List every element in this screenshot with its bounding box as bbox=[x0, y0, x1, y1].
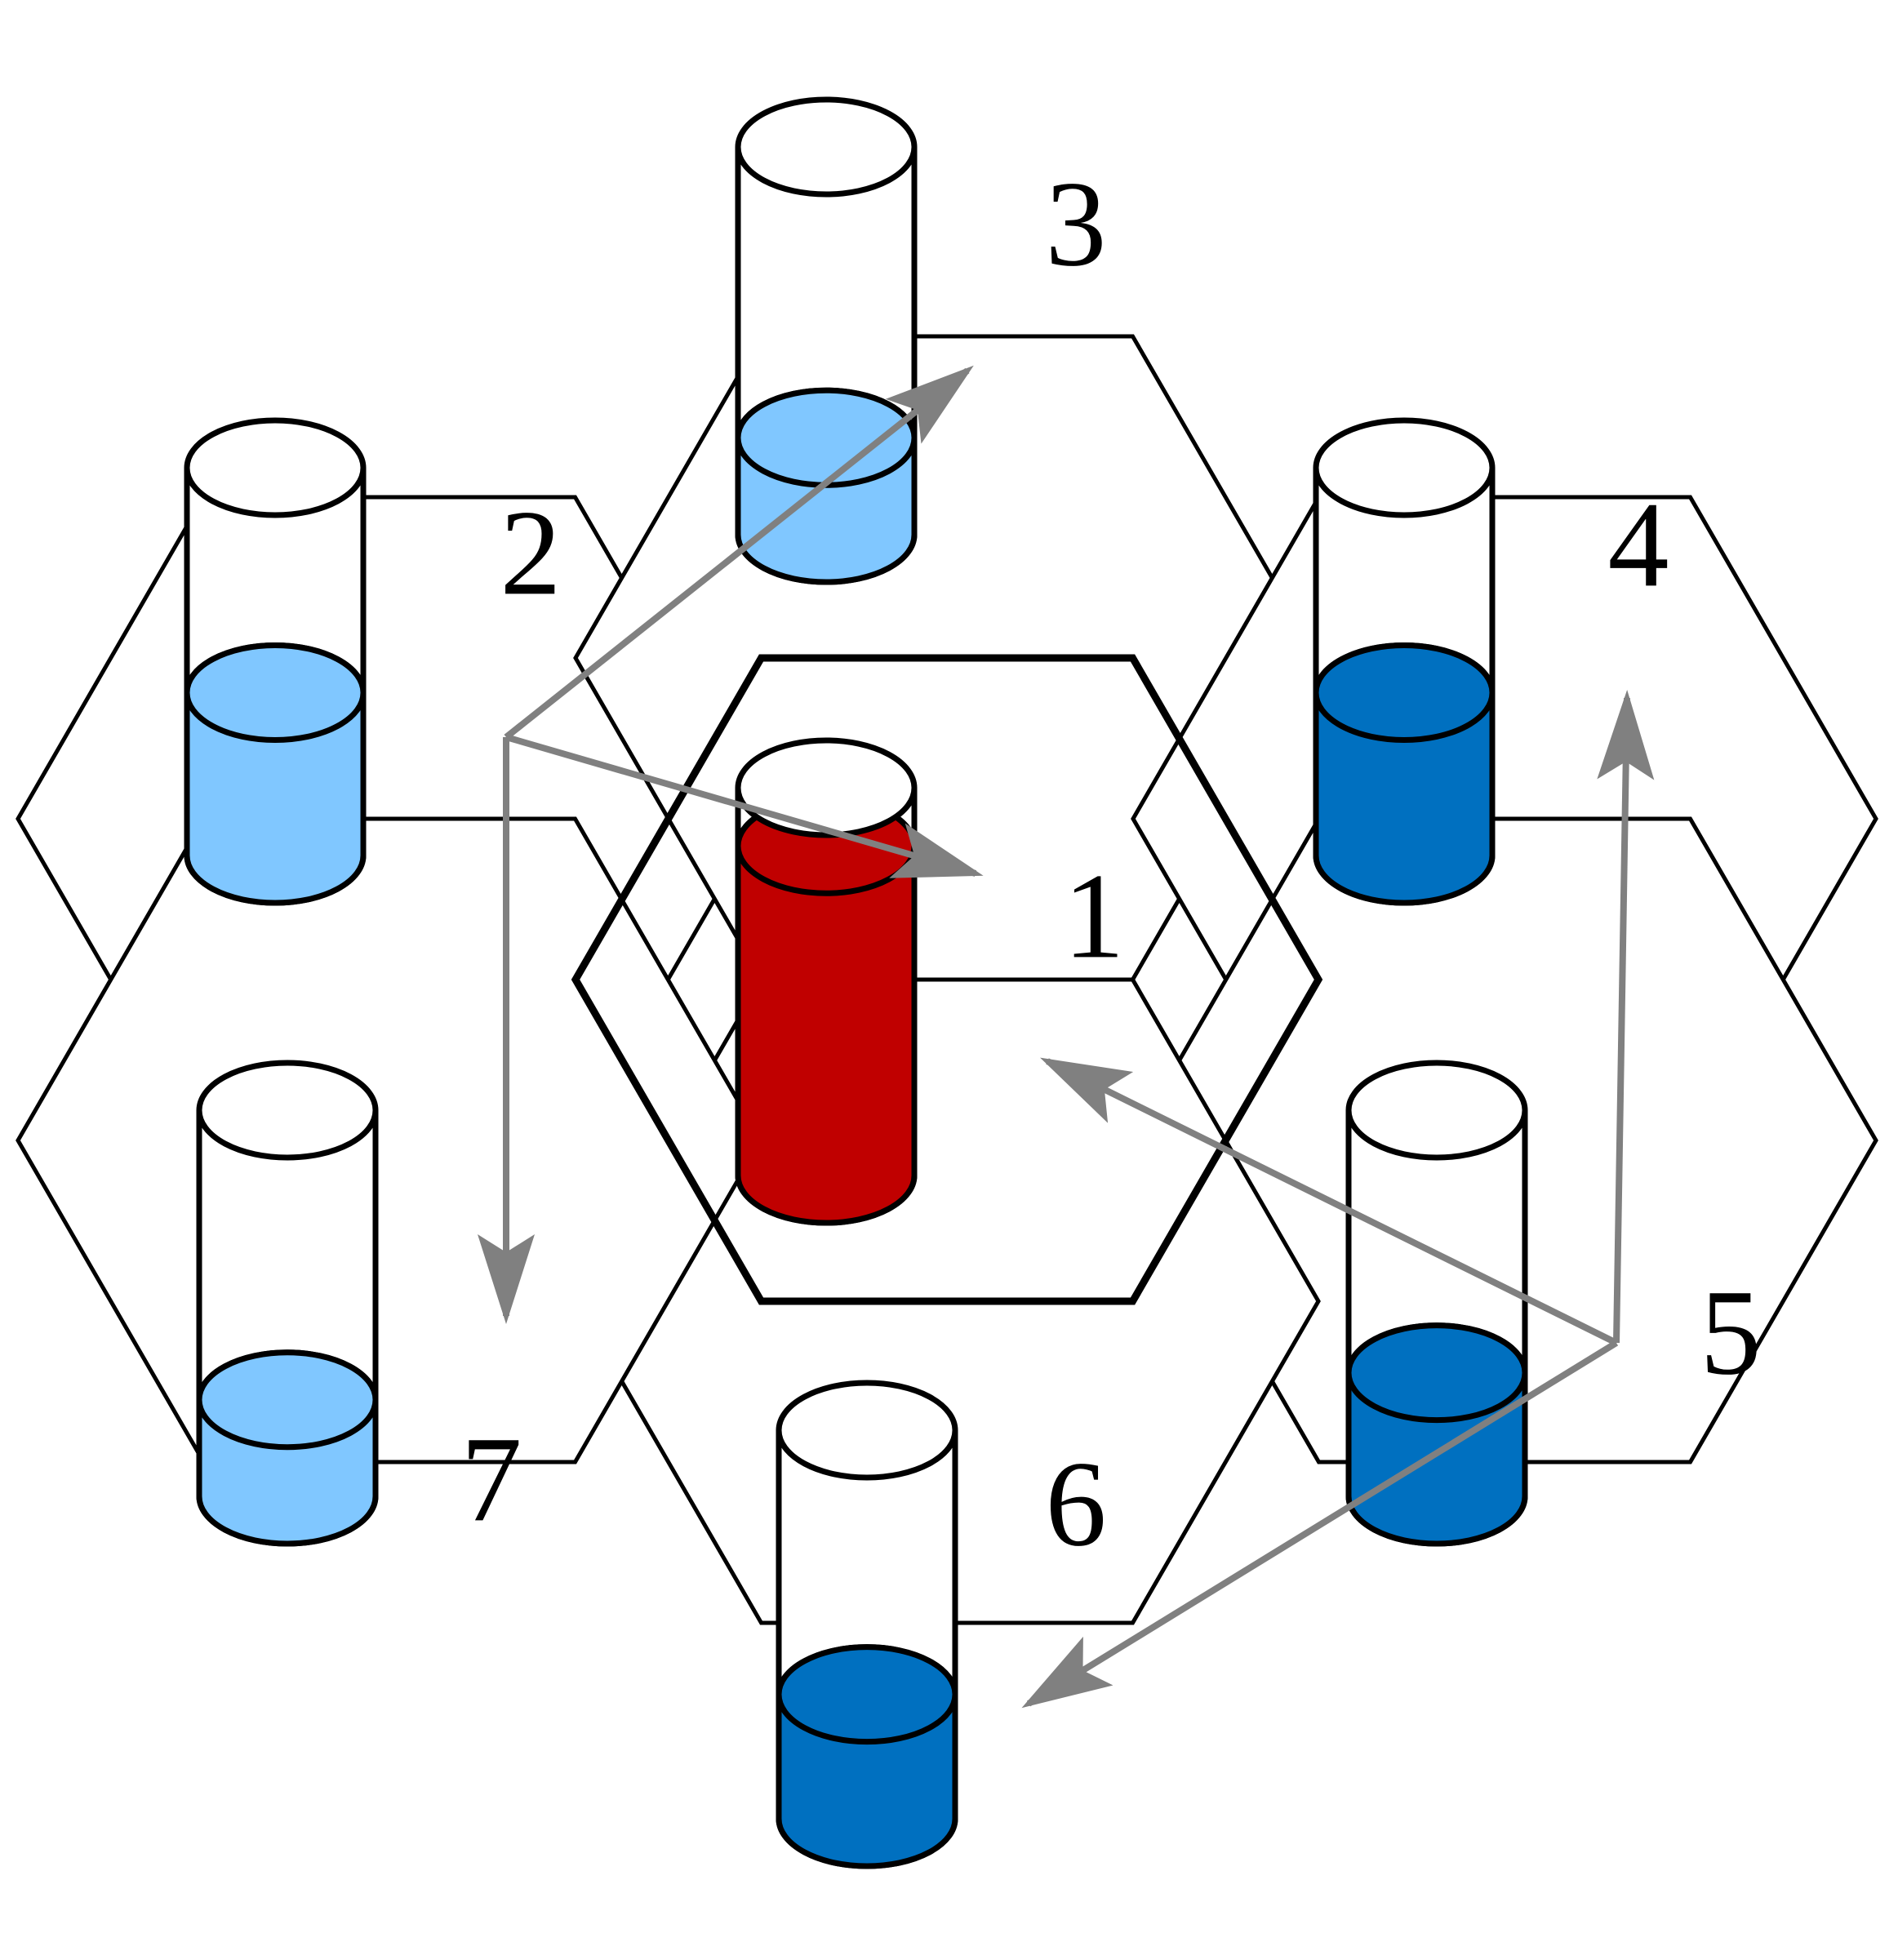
tube-liquid-surface-2 bbox=[184, 642, 367, 743]
cell-label-6: 6 bbox=[1046, 1436, 1107, 1571]
cell-label-4: 4 bbox=[1608, 477, 1669, 612]
tube-cell-4 bbox=[1313, 417, 1496, 906]
cell-label-2: 2 bbox=[500, 485, 562, 620]
cell-label-7: 7 bbox=[461, 1411, 522, 1547]
tube-cell-6 bbox=[776, 1380, 958, 1869]
cell-label-layer: 1 2 3 4 5 6 7 bbox=[461, 156, 1762, 1571]
arrow-5-to-6 bbox=[1021, 1340, 1619, 1709]
tube-mouth-7 bbox=[196, 1060, 379, 1161]
arrow-5-to-1 bbox=[1040, 1057, 1618, 1346]
tube-liquid-surface-5 bbox=[1345, 1322, 1528, 1424]
tube-mouth-2 bbox=[184, 417, 367, 518]
arrow-2-to-1 bbox=[505, 734, 984, 878]
tube-cell-5 bbox=[1345, 1060, 1528, 1547]
tube-cell-1 bbox=[735, 737, 918, 1226]
tube-liquid-surface-7 bbox=[196, 1349, 379, 1451]
arrow-layer bbox=[478, 365, 1655, 1709]
tube-mouth-4 bbox=[1313, 417, 1496, 518]
arrow-5-to-4 bbox=[1597, 690, 1655, 1344]
cell-label-3: 3 bbox=[1046, 156, 1107, 291]
cell-label-1: 1 bbox=[1064, 848, 1125, 984]
tube-mouth-1 bbox=[735, 737, 918, 838]
tube-liquid-surface-6 bbox=[776, 1644, 958, 1745]
tube-mouth-3 bbox=[735, 96, 918, 198]
tube-mouth-6 bbox=[776, 1380, 958, 1481]
arrow-2-to-3 bbox=[504, 365, 974, 740]
tube-liquid-surface-4 bbox=[1313, 642, 1496, 743]
cell-label-5: 5 bbox=[1700, 1264, 1762, 1400]
tube-cell-2 bbox=[184, 417, 367, 906]
tube-mouth-5 bbox=[1345, 1060, 1528, 1161]
hexagon-cell-center-outline bbox=[571, 654, 1323, 1305]
tube-layer bbox=[184, 96, 1528, 1869]
center-hexagon-outline-layer bbox=[571, 654, 1323, 1305]
tube-cell-7 bbox=[196, 1060, 379, 1547]
tube-cell-3 bbox=[735, 96, 918, 585]
